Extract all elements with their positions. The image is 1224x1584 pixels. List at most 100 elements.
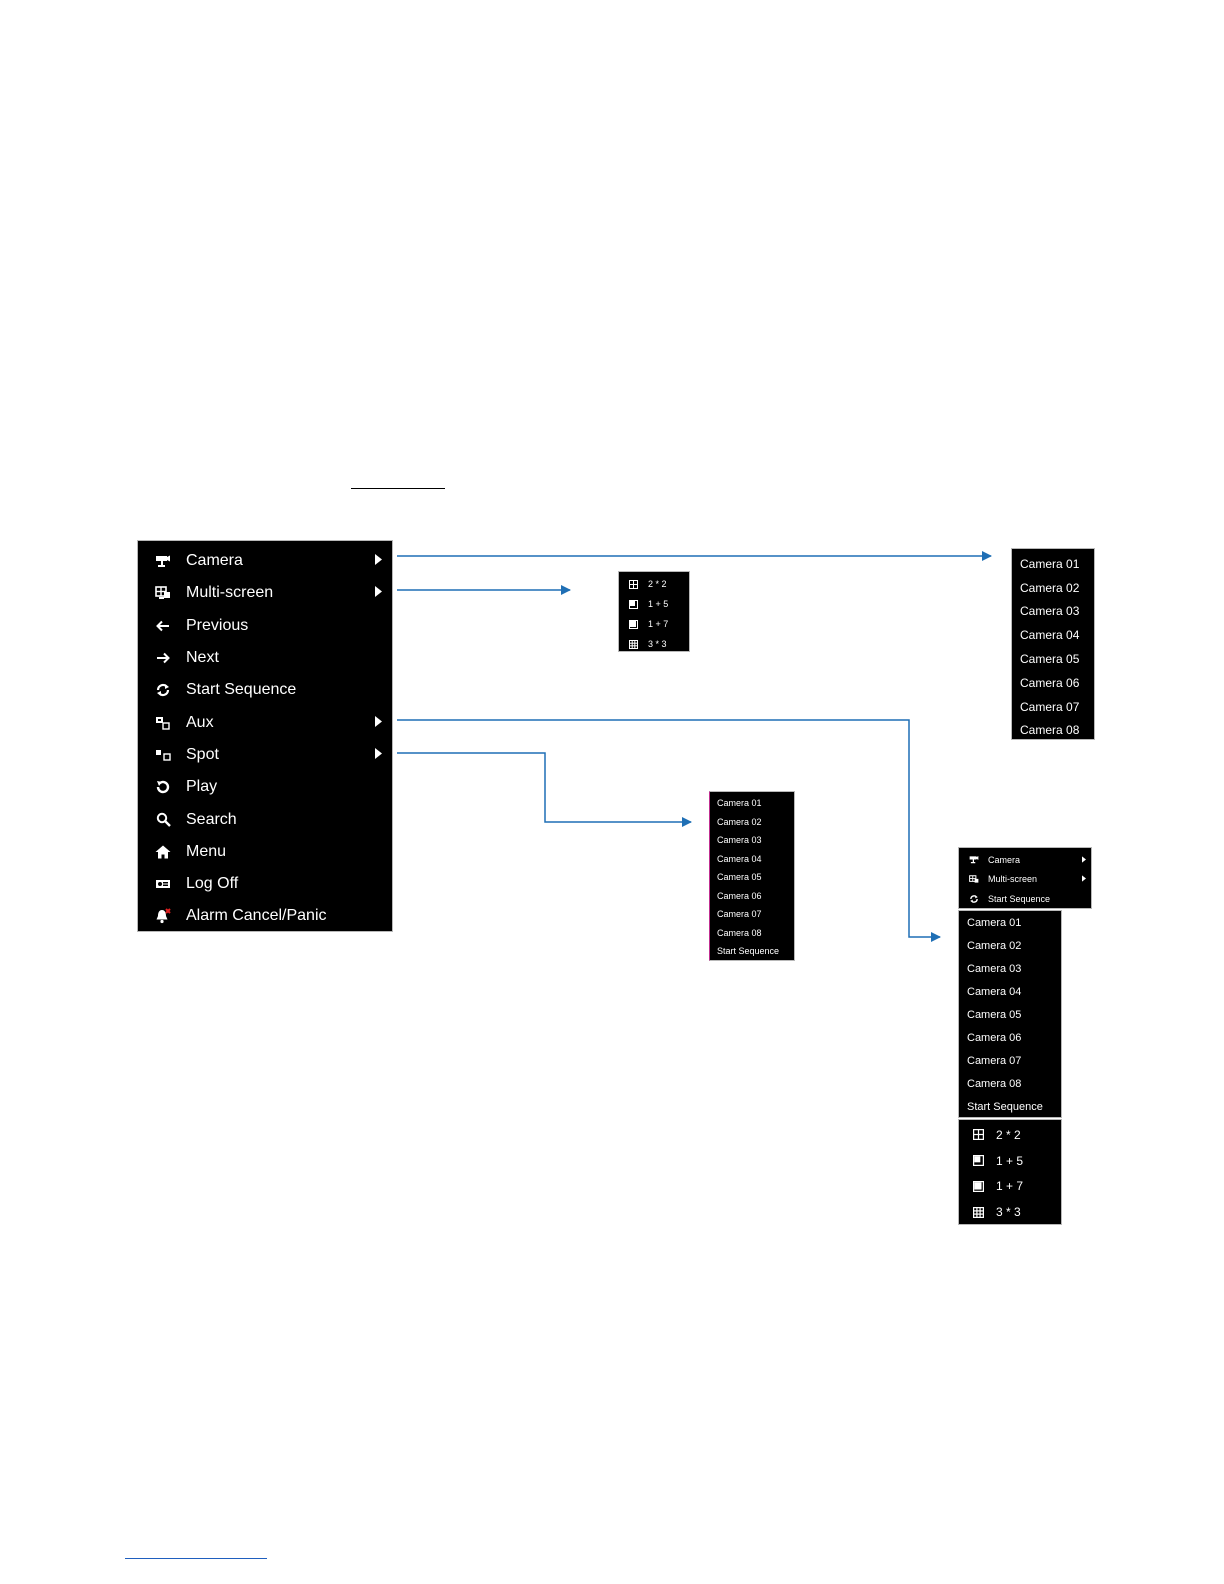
arrow-right-icon bbox=[155, 652, 171, 664]
menu-item-alarm-cancel-panic[interactable]: Alarm Cancel/Panic bbox=[138, 900, 392, 932]
multiscreen-item-label: 1 + 5 bbox=[648, 599, 669, 609]
caret-right-icon bbox=[1082, 874, 1086, 884]
aux-item-label: Camera bbox=[988, 854, 1021, 865]
spot-submenu-item[interactable]: Camera 08 bbox=[717, 927, 762, 938]
menu-item-multi-screen[interactable]: Multi-screen bbox=[138, 577, 392, 609]
multi-screen-icon bbox=[969, 875, 979, 884]
camera-submenu-item[interactable]: Camera 06 bbox=[1020, 675, 1080, 690]
aux-item-multi-screen[interactable]: Multi-screen bbox=[959, 870, 1091, 890]
aux-camera-item[interactable]: Camera 08 bbox=[967, 1077, 1022, 1090]
camera-submenu-item[interactable]: Camera 08 bbox=[1020, 723, 1080, 738]
spot-submenu-item[interactable]: Camera 01 bbox=[717, 798, 762, 809]
aux-layout-item-1plus7[interactable]: 1 + 7 bbox=[959, 1174, 1061, 1200]
menu-item-label: Search bbox=[186, 810, 237, 828]
spot-submenu-item[interactable]: Camera 07 bbox=[717, 909, 762, 920]
caret-right-icon bbox=[375, 584, 382, 602]
menu-item-label: Next bbox=[186, 649, 219, 667]
menu-item-label: Spot bbox=[186, 745, 219, 763]
layout-1plus5-icon bbox=[973, 1155, 984, 1167]
footer-link-rule bbox=[125, 1558, 267, 1559]
menu-item-label: Menu bbox=[186, 842, 227, 860]
spot-submenu-item[interactable]: Camera 06 bbox=[717, 890, 762, 901]
menu-item-label: Aux bbox=[186, 713, 214, 731]
multiscreen-item-2x2[interactable]: 2 * 2 bbox=[619, 574, 689, 594]
layout-1plus5-icon bbox=[629, 599, 638, 609]
spot-submenu-item[interactable]: Camera 03 bbox=[717, 835, 762, 846]
aux-camera-item[interactable]: Camera 03 bbox=[967, 963, 1022, 976]
aux-camera-item[interactable]: Camera 05 bbox=[967, 1009, 1022, 1021]
caret-right-icon bbox=[375, 714, 382, 732]
camera-submenu-item[interactable]: Camera 02 bbox=[1020, 580, 1080, 595]
aux-layout-item-3x3[interactable]: 3 * 3 bbox=[959, 1199, 1061, 1225]
aux-layout-item-2x2[interactable]: 2 * 2 bbox=[959, 1122, 1061, 1148]
grid-3x3-icon bbox=[973, 1206, 984, 1218]
play-icon bbox=[155, 780, 171, 794]
log-off-icon bbox=[155, 878, 171, 890]
aux-camera-list: Camera 01 Camera 02 Camera 03 Camera 04 … bbox=[958, 910, 1062, 1118]
aux-layout-label: 1 + 5 bbox=[996, 1153, 1024, 1168]
menu-item-log-off[interactable]: Log Off bbox=[138, 868, 392, 900]
multiscreen-item-label: 2 * 2 bbox=[648, 579, 667, 589]
spot-submenu-item-start-sequence[interactable]: Start Sequence bbox=[717, 946, 780, 957]
menu-item-menu[interactable]: Menu bbox=[138, 836, 392, 868]
menu-item-next[interactable]: Next bbox=[138, 642, 392, 674]
spot-submenu-item[interactable]: Camera 05 bbox=[717, 872, 762, 883]
aux-layout-label: 1 + 7 bbox=[996, 1179, 1024, 1194]
aux-item-label: Multi-screen bbox=[988, 874, 1038, 885]
grid-3x3-icon bbox=[629, 639, 638, 649]
multiscreen-item-3x3[interactable]: 3 * 3 bbox=[619, 634, 689, 654]
aux-icon bbox=[155, 716, 171, 730]
underline-rule bbox=[351, 488, 445, 489]
camera-submenu: Camera 01 Camera 02 Camera 03 Camera 04 … bbox=[1011, 548, 1095, 740]
camera-icon bbox=[155, 554, 171, 568]
aux-camera-item-start-sequence[interactable]: Start Sequence bbox=[967, 1100, 1043, 1113]
aux-layout-item-1plus5[interactable]: 1 + 5 bbox=[959, 1148, 1061, 1174]
menu-item-previous[interactable]: Previous bbox=[138, 610, 392, 642]
camera-submenu-item[interactable]: Camera 03 bbox=[1020, 604, 1080, 619]
multiscreen-submenu: 2 * 2 1 + 5 1 + 7 3 * 3 bbox=[618, 571, 690, 652]
spot-submenu: Camera 01 Camera 02 Camera 03 Camera 04 … bbox=[709, 791, 795, 961]
aux-camera-item[interactable]: Camera 04 bbox=[967, 986, 1022, 999]
multiscreen-item-1plus5[interactable]: 1 + 5 bbox=[619, 594, 689, 614]
aux-submenu-top: Camera Multi-screen Start Sequence bbox=[958, 847, 1092, 909]
layout-1plus7-icon bbox=[629, 619, 638, 629]
menu-item-search[interactable]: Search bbox=[138, 803, 392, 835]
alarm-icon bbox=[155, 908, 171, 924]
main-menu: Camera Multi-screen Previous Next Start … bbox=[137, 540, 393, 932]
aux-camera-item[interactable]: Camera 02 bbox=[967, 940, 1022, 953]
connector-spot bbox=[397, 752, 692, 827]
camera-submenu-item[interactable]: Camera 01 bbox=[1020, 556, 1080, 571]
aux-item-start-sequence[interactable]: Start Sequence bbox=[959, 889, 1091, 909]
aux-layout-label: 2 * 2 bbox=[996, 1127, 1021, 1142]
menu-item-camera[interactable]: Camera bbox=[138, 545, 392, 577]
aux-camera-item[interactable]: Camera 01 bbox=[967, 917, 1022, 930]
camera-submenu-item[interactable]: Camera 07 bbox=[1020, 699, 1080, 714]
spot-icon bbox=[155, 748, 171, 762]
aux-camera-item[interactable]: Camera 06 bbox=[967, 1031, 1022, 1044]
menu-item-aux[interactable]: Aux bbox=[138, 706, 392, 738]
camera-submenu-item[interactable]: Camera 04 bbox=[1020, 628, 1080, 643]
menu-item-start-sequence[interactable]: Start Sequence bbox=[138, 674, 392, 706]
multiscreen-item-1plus7[interactable]: 1 + 7 bbox=[619, 614, 689, 634]
spot-submenu-item[interactable]: Camera 02 bbox=[717, 816, 762, 827]
sequence-icon bbox=[155, 682, 171, 698]
aux-item-label: Start Sequence bbox=[988, 893, 1051, 904]
caret-right-icon bbox=[375, 552, 382, 570]
multiscreen-item-label: 1 + 7 bbox=[648, 619, 669, 629]
caret-right-icon bbox=[1082, 855, 1086, 865]
layout-1plus7-icon bbox=[973, 1180, 984, 1192]
menu-item-spot[interactable]: Spot bbox=[138, 739, 392, 771]
menu-item-label: Multi-screen bbox=[186, 584, 274, 602]
menu-item-label: Previous bbox=[186, 616, 249, 634]
search-icon bbox=[155, 812, 171, 827]
spot-submenu-item[interactable]: Camera 04 bbox=[717, 853, 762, 864]
aux-camera-item[interactable]: Camera 07 bbox=[967, 1054, 1022, 1067]
camera-submenu-item[interactable]: Camera 05 bbox=[1020, 652, 1080, 667]
camera-icon bbox=[969, 855, 979, 864]
connector-aux bbox=[397, 719, 941, 942]
menu-item-label: Start Sequence bbox=[186, 681, 297, 699]
menu-item-label: Camera bbox=[186, 552, 243, 570]
menu-item-play[interactable]: Play bbox=[138, 771, 392, 803]
aux-item-camera[interactable]: Camera bbox=[959, 850, 1091, 870]
